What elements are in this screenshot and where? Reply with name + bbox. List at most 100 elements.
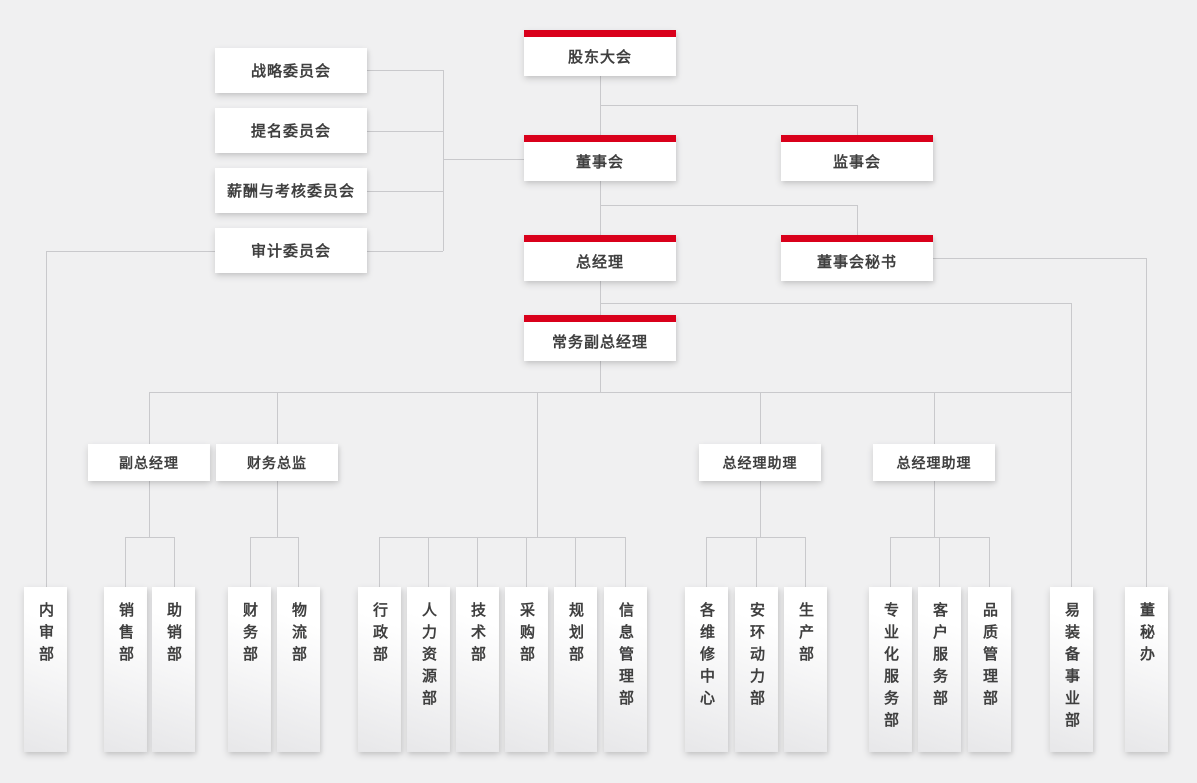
connector-line [174,537,175,587]
org-node-label: 审计委员会 [250,243,331,260]
connector-line [149,392,150,444]
dept-yi-equipment-division: 易装备事业部 [1050,587,1093,752]
dept-board-secretary-office: 董秘办 [1125,587,1168,752]
org-node-label: 财务总监 [247,454,307,471]
org-node-remuneration-appraisal-committee: 薪酬与考核委员会 [215,168,367,213]
connector-line [367,251,443,252]
org-node-audit-committee: 审计委员会 [215,228,367,273]
connector-line [367,70,443,71]
connector-line [125,537,126,587]
org-node-label: 战略委员会 [250,63,331,80]
dept-label: 信息管理部 [617,602,634,712]
connector-line [600,105,857,106]
connector-line [250,537,298,538]
dept-label: 董秘办 [1138,602,1155,668]
connector-line [625,537,626,587]
dept-administration: 行政部 [358,587,401,752]
connector-line [706,537,805,538]
org-node-gm-assistant-1: 总经理助理 [699,444,821,481]
connector-line [443,70,444,251]
dept-label: 专业化服务部 [882,602,899,734]
dept-sales-support: 助销部 [152,587,195,752]
connector-line [367,191,443,192]
connector-line [890,537,891,587]
connector-line [600,281,601,315]
org-node-label: 总经理助理 [896,454,972,471]
dept-label: 规划部 [567,602,584,668]
org-node-label: 董事会秘书 [816,253,897,271]
org-node-strategy-committee: 战略委员会 [215,48,367,93]
connector-line [934,392,935,444]
dept-internal-audit: 内审部 [24,587,67,752]
org-node-nomination-committee: 提名委员会 [215,108,367,153]
connector-line [125,537,174,538]
org-node-label: 总经理助理 [722,454,798,471]
org-node-label: 薪酬与考核委员会 [226,183,355,200]
connector-line [379,537,625,538]
dept-customer-service: 客户服务部 [918,587,961,752]
dept-label: 生产部 [797,602,814,668]
org-node-label: 总经理 [575,253,624,271]
dept-label: 安环动力部 [748,602,765,712]
org-node-finance-director: 财务总监 [216,444,338,481]
connector-line [760,481,761,537]
dept-human-resources: 人力资源部 [407,587,450,752]
connector-line [149,392,1071,393]
dept-sales: 销售部 [104,587,147,752]
connector-line [367,131,443,132]
dept-information-management: 信息管理部 [604,587,647,752]
dept-specialized-services: 专业化服务部 [869,587,912,752]
dept-maintenance-centers: 各维修中心 [685,587,728,752]
connector-line [600,205,857,206]
org-node-label: 监事会 [832,153,881,171]
connector-line [298,537,299,587]
dept-technology: 技术部 [456,587,499,752]
dept-label: 内审部 [37,602,54,668]
connector-line [600,181,601,235]
org-node-supervisory-board: 监事会 [781,135,933,181]
connector-line [857,205,858,235]
dept-label: 易装备事业部 [1063,602,1080,734]
connector-line [149,481,150,537]
dept-production: 生产部 [784,587,827,752]
org-node-label: 常务副总经理 [551,333,648,351]
connector-line [805,537,806,587]
org-node-shareholders-meeting: 股东大会 [524,30,676,76]
connector-line [277,481,278,537]
dept-label: 人力资源部 [420,602,437,712]
org-node-label: 提名委员会 [250,123,331,140]
dept-label: 技术部 [469,602,486,668]
connector-line [537,392,538,537]
org-node-board-of-directors: 董事会 [524,135,676,181]
connector-line [379,537,380,587]
dept-label: 助销部 [165,602,182,668]
connector-line [600,303,1071,304]
org-node-label: 董事会 [575,153,624,171]
connector-line [939,537,940,587]
dept-finance: 财务部 [228,587,271,752]
connector-line [989,537,990,587]
connector-line [857,105,858,135]
connector-line [934,481,935,537]
org-node-gm-assistant-2: 总经理助理 [873,444,995,481]
dept-label: 采购部 [518,602,535,668]
org-node-board-secretary: 董事会秘书 [781,235,933,281]
connector-line [46,251,47,587]
org-node-label: 股东大会 [567,48,632,66]
org-node-deputy-gm: 副总经理 [88,444,210,481]
org-node-general-manager: 总经理 [524,235,676,281]
dept-logistics: 物流部 [277,587,320,752]
connector-line [1071,303,1072,587]
dept-label: 物流部 [290,602,307,668]
connector-line [46,251,215,252]
connector-line [277,392,278,444]
connector-line [443,159,524,160]
connector-line [526,537,527,587]
dept-label: 客户服务部 [931,602,948,712]
dept-procurement: 采购部 [505,587,548,752]
dept-label: 销售部 [117,602,134,668]
dept-planning: 规划部 [554,587,597,752]
connector-line [706,537,707,587]
connector-line [756,537,757,587]
